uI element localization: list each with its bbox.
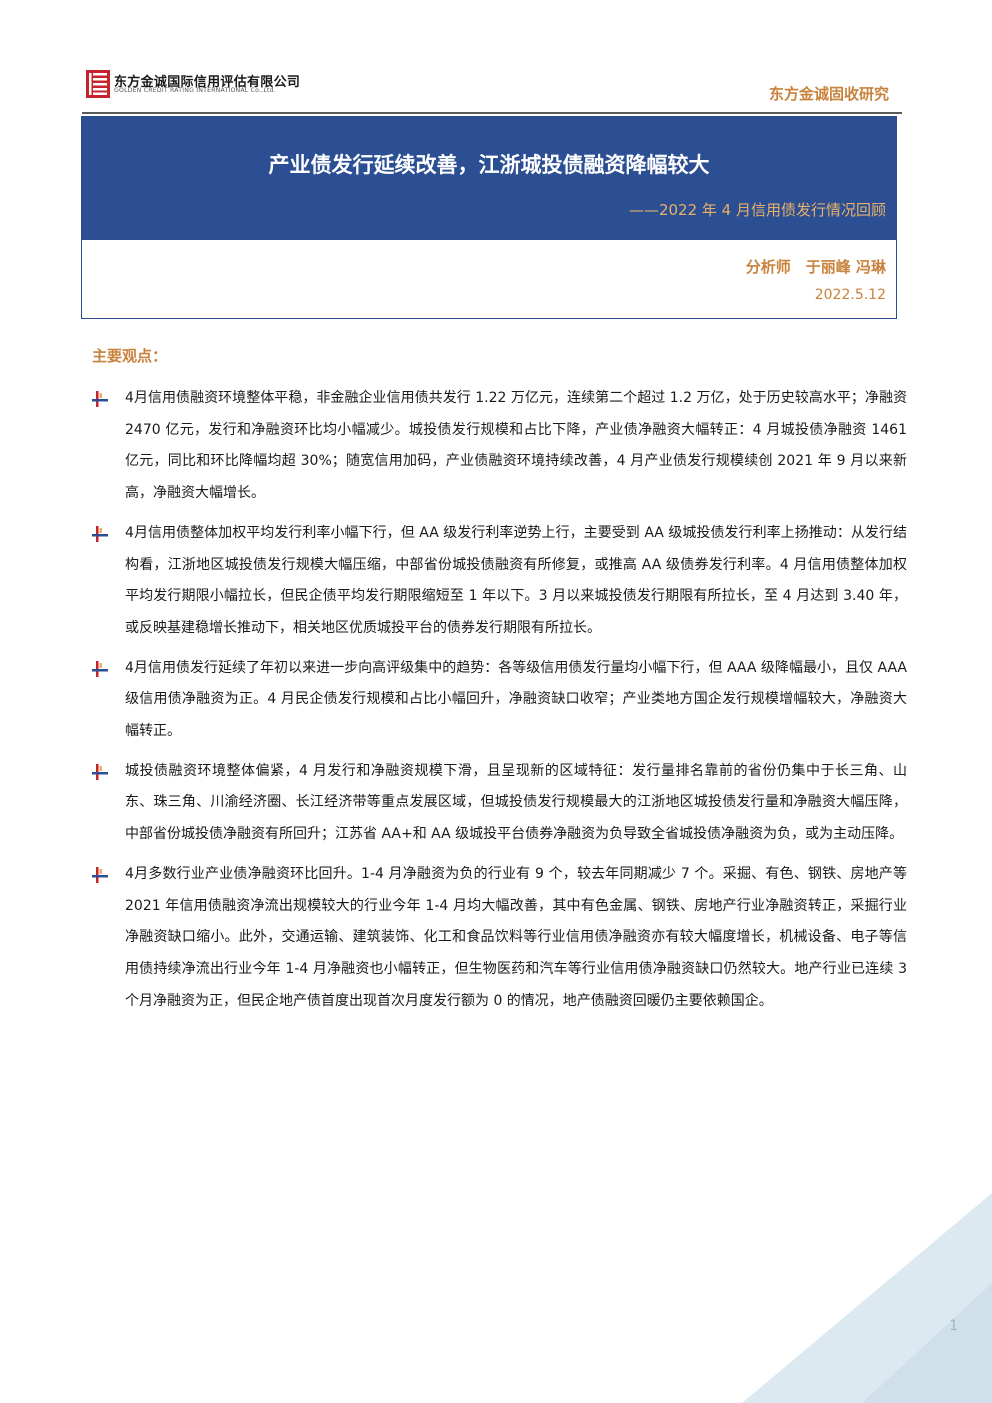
corner-decoration [742, 1193, 992, 1403]
list-item-text: 4月信用债发行延续了年初以来进一步向高评级集中的趋势：各等级信用债发行量均小幅下… [125, 659, 907, 740]
report-title: 产业债发行延续改善，江浙城投债融资降幅较大 [268, 153, 710, 177]
list-item-text: 4月信用债整体加权平均发行利率小幅下行，但 AA 级发行利率逆势上行，主要受到 … [125, 524, 907, 636]
list-item: 4月多数行业产业债净融资环比回升。1-4 月净融资为负的行业有 9 个，较去年同… [92, 859, 907, 1018]
list-item: 4月信用债融资环境整体平稳，非金融企业信用债共发行 1.22 万亿元，连续第二个… [92, 383, 907, 510]
section-title: 主要观点： [92, 347, 168, 365]
company-logo-icon [86, 70, 110, 98]
company-name-cn: 东方金诚国际信用评估有限公司 [114, 75, 301, 90]
key-points-list: 4月信用债融资环境整体平稳，非金融企业信用债共发行 1.22 万亿元，连续第二个… [92, 383, 907, 1025]
list-item: 城投债融资环境整体偏紧，4 月发行和净融资规模下滑，且呈现新的区域特征：发行量排… [92, 756, 907, 851]
list-item: 4月信用债发行延续了年初以来进一步向高评级集中的趋势：各等级信用债发行量均小幅下… [92, 653, 907, 748]
bullet-icon [92, 763, 108, 780]
bullet-icon [92, 391, 108, 407]
bullet-icon [92, 866, 108, 883]
list-item: 4月信用债整体加权平均发行利率小幅下行，但 AA 级发行利率逆势上行，主要受到 … [92, 518, 907, 645]
list-item-text: 城投债融资环境整体偏紧，4 月发行和净融资规模下滑，且呈现新的区域特征：发行量排… [125, 762, 907, 843]
header-divider [82, 112, 902, 114]
report-date: 2022.5.12 [814, 287, 886, 303]
bullet-icon [92, 525, 108, 542]
title-band: 产业债发行延续改善，江浙城投债融资降幅较大 ——2022 年 4 月信用债发行情… [82, 117, 896, 240]
analyst-names: 分析师 于丽峰 冯琳 [745, 258, 886, 276]
page-number: 1 [949, 1318, 958, 1334]
company-name-en: GOLDEN CREDIT RATING INTERNATIONAL Co.,L… [114, 87, 276, 94]
report-subtitle: ——2022 年 4 月信用债发行情况回顾 [628, 201, 886, 219]
header-brand-label: 东方金诚固收研究 [768, 85, 889, 103]
list-item-text: 4月信用债融资环境整体平稳，非金融企业信用债共发行 1.22 万亿元，连续第二个… [125, 390, 907, 502]
list-item-text: 4月多数行业产业债净融资环比回升。1-4 月净融资为负的行业有 9 个，较去年同… [125, 865, 907, 1009]
title-box: 产业债发行延续改善，江浙城投债融资降幅较大 ——2022 年 4 月信用债发行情… [81, 116, 897, 319]
bullet-icon [92, 660, 108, 677]
